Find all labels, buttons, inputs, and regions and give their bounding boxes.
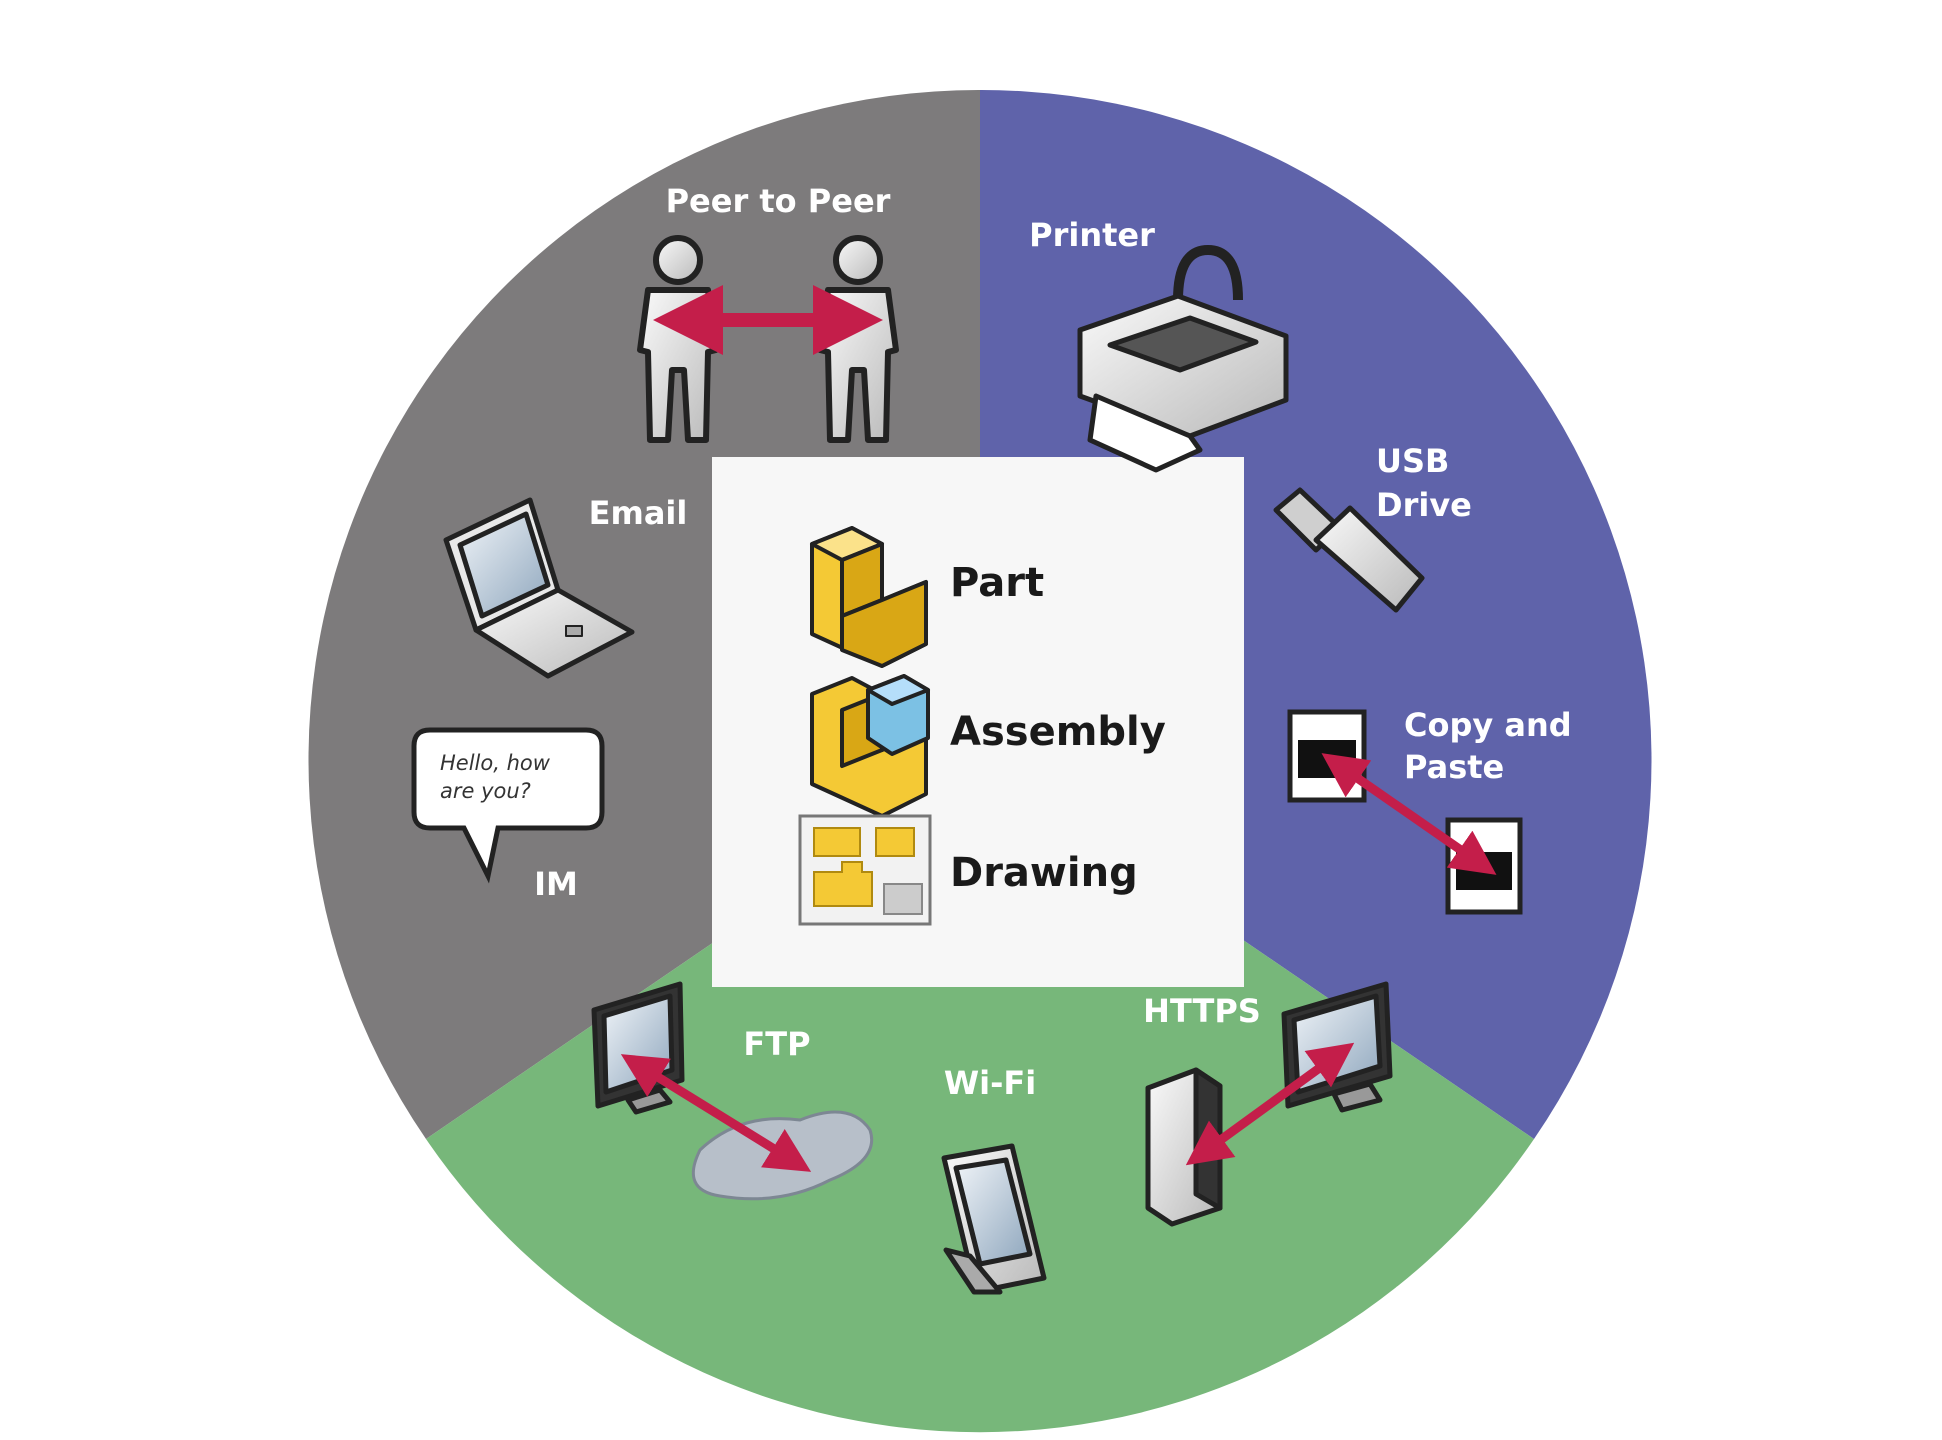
pda-icon (941, 1143, 1047, 1295)
green-sector (426, 760, 1534, 1433)
im-label: IM (534, 865, 578, 903)
part-icon (810, 526, 928, 668)
copy-paste-documents-icon (1287, 709, 1523, 915)
ftp-label: FTP (743, 1025, 810, 1063)
im-bubble-text-2: are you? (440, 779, 531, 803)
im-bubble-text-1: Hello, how (440, 751, 551, 775)
speech-bubble-icon: Hello, how are you? (411, 727, 605, 884)
copy-paste-label-2: Paste (1404, 748, 1504, 786)
wifi-label: Wi-Fi (944, 1064, 1036, 1102)
printer-icon (1077, 245, 1289, 473)
usb-drive-icon (1273, 487, 1425, 613)
drawing-label: Drawing (950, 850, 1138, 896)
peer-to-peer-label: Peer to Peer (666, 182, 891, 220)
two-people-icon (637, 235, 899, 443)
assembly-icon (810, 674, 930, 818)
assembly-label: Assembly (950, 709, 1166, 755)
server-to-monitor-icon (1145, 981, 1393, 1227)
part-label: Part (950, 560, 1044, 606)
usb-label-1: USB (1376, 442, 1449, 480)
usb-label-2: Drive (1376, 486, 1472, 524)
printer-label: Printer (1029, 216, 1155, 254)
drawing-icon (798, 814, 932, 926)
email-label: Email (589, 494, 688, 532)
https-label: HTTPS (1143, 992, 1261, 1030)
copy-paste-label-1: Copy and (1404, 706, 1572, 744)
monitor-to-cloud-icon (591, 981, 873, 1201)
laptop-icon (443, 497, 635, 679)
